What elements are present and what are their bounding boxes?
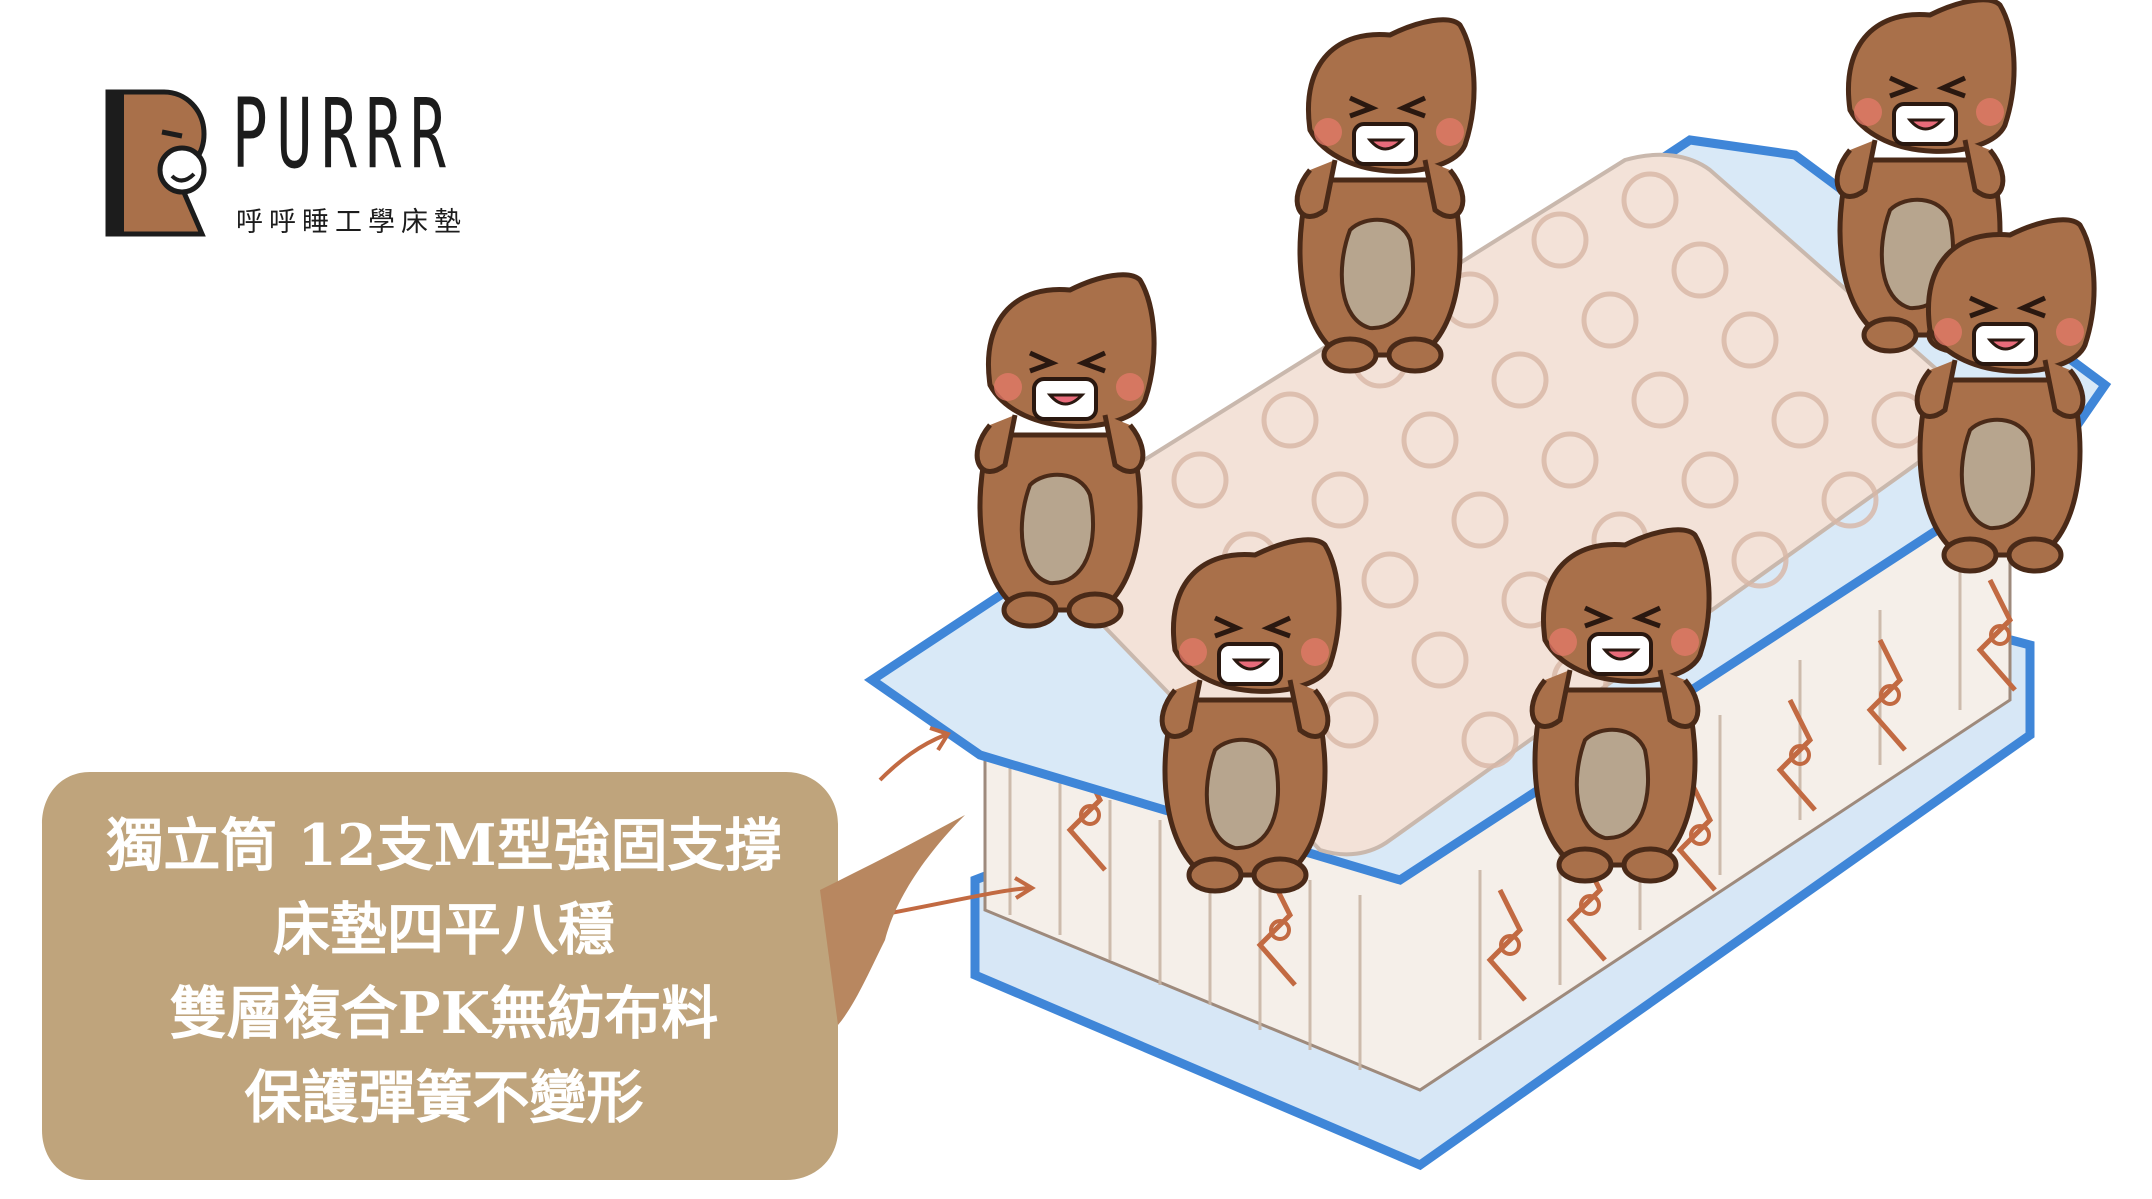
callout-line: 保護彈簧不變形 [244, 1064, 644, 1131]
callout-arrows [878, 726, 1036, 917]
brand-logo: PURRR 呼呼睡工學床墊 [104, 84, 484, 238]
bear-icon [977, 275, 1154, 626]
brand-name: PURRR [232, 78, 455, 190]
callout-line: 床墊四平八穩 [273, 896, 615, 963]
bear-icon [1532, 530, 1709, 881]
bear-icon [1162, 540, 1339, 891]
feature-callout: 獨立筒 12支M型強固支撐 床墊四平八穩 雙層複合PK無紡布料 保護彈簧不變形 [40, 770, 965, 1182]
callout-text: 獨立筒 12支M型強固支撐 床墊四平八穩 雙層複合PK無紡布料 保護彈簧不變形 [40, 804, 848, 1140]
callout-line: 獨立筒 12支M型強固支撐 [106, 812, 782, 879]
bear-icon [1917, 220, 2094, 571]
callout-bubble-shape [42, 772, 965, 1180]
bear-icon [1297, 20, 1474, 371]
bear-r-logo-icon [105, 89, 207, 237]
mattress-with-bears-illustration [863, 0, 2112, 1171]
callout-line: 雙層複合PK無紡布料 [169, 980, 719, 1047]
brand-tagline: 呼呼睡工學床墊 [236, 207, 467, 238]
pocket-spring-lines [1008, 560, 1962, 1070]
pocket-coil-pattern [1171, 171, 1929, 769]
